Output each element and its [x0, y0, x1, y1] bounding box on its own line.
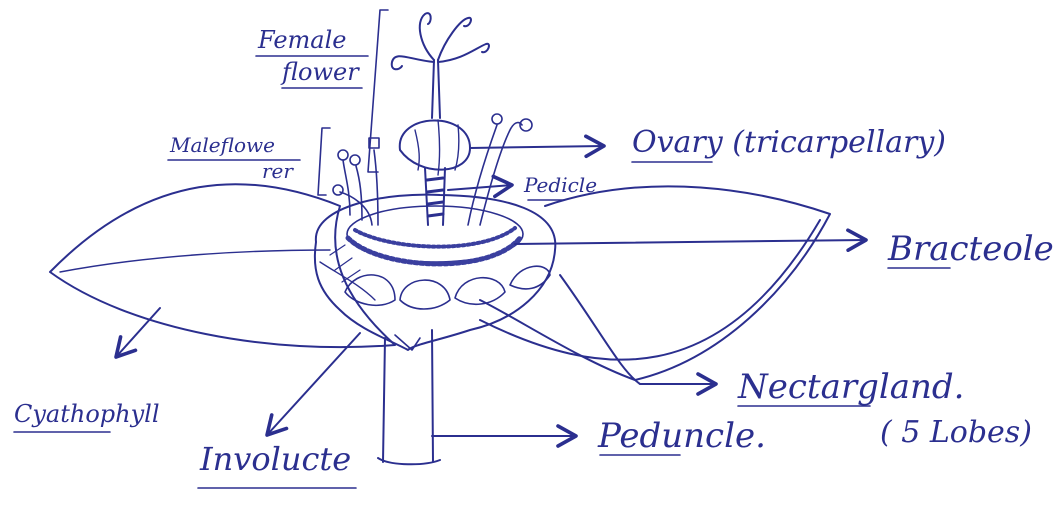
male-flower-bracket — [318, 128, 330, 195]
right-bract — [480, 186, 830, 380]
nectar-gland-lobes-label: ( 5 Lobes) — [880, 415, 1032, 450]
male-flower-label-line1: Maleflowe — [169, 133, 275, 157]
nectar-gland-label: Nectargland. — [737, 367, 964, 407]
left-bract-vein — [60, 250, 330, 272]
nectar-gland-lobe — [510, 266, 550, 289]
nectar-gland-lobe — [400, 280, 450, 309]
cyathophyll-label: Cyathophyll — [14, 400, 160, 428]
pedicel-stalk — [425, 168, 445, 225]
pedicel-label: Pedicle — [523, 173, 597, 197]
involucre-cup — [315, 195, 555, 350]
labels: Female flower Maleflowe rer Ovary (trica… — [14, 26, 1054, 478]
nectar-gland-pointer — [560, 275, 716, 384]
involucre-pointer — [267, 333, 360, 435]
involucre-label: Involucte — [199, 440, 351, 478]
peduncle-label: Peduncle. — [597, 416, 766, 456]
ovary — [400, 120, 470, 175]
ovary-label: Ovary (tricarpellary) — [632, 125, 946, 160]
female-flower-label-line2: flower — [280, 58, 360, 86]
bracteole-label: Bracteole — [887, 229, 1054, 269]
female-flower-label-line1: Female — [257, 26, 347, 54]
pedicel-pointer — [448, 185, 512, 190]
nectar-gland-lobe — [345, 275, 395, 305]
male-flower-label-line2: rer — [262, 159, 294, 183]
style-and-stigmas — [392, 13, 489, 118]
